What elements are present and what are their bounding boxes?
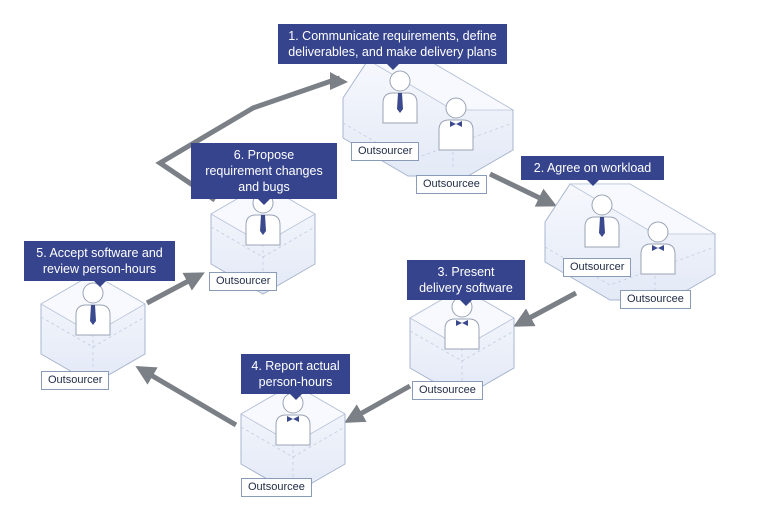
- node-box-step4: [240, 383, 346, 495]
- node-box-step5: [40, 273, 146, 385]
- outsourcee-label: Outsourcee: [241, 478, 312, 497]
- arrow-step1-to-step2: [488, 171, 558, 207]
- outsourcer-label: Outsourcer: [351, 142, 420, 161]
- outsourcee-label: Outsourcee: [412, 381, 483, 400]
- arrow-step4-to-step5: [135, 365, 238, 428]
- step-5-callout: 5. Accept software and review person-hou…: [24, 241, 175, 287]
- person-bowtie-icon: [438, 97, 474, 151]
- step-3-callout: 3. Present delivery software: [407, 260, 525, 306]
- outsourcer-label: Outsourcer: [563, 258, 632, 277]
- outsourcee-label: Outsourcee: [416, 175, 487, 194]
- person-bowtie-icon: [640, 221, 676, 275]
- arrow-step1-head: [330, 72, 348, 90]
- person-tie-icon: [382, 70, 418, 124]
- outsourcer-label: Outsourcer: [209, 272, 278, 291]
- person-bowtie-icon: [444, 296, 480, 350]
- arrow-step2-to-step3: [513, 290, 578, 327]
- step-1-callout: 1. Communicate requirements, define deli…: [278, 24, 507, 70]
- node-box-step3: [409, 287, 515, 399]
- step-2-callout: 2. Agree on workload: [521, 156, 664, 186]
- step-6-callout: 6. Propose requirement changes and bugs: [191, 143, 337, 205]
- outsourcee-label: Outsourcee: [620, 290, 691, 309]
- node-box-step2: [544, 183, 717, 301]
- arrow-step3-to-step4: [344, 383, 412, 423]
- arrow-step6-to-step1: [155, 75, 341, 203]
- arrow-step5-to-step6: [145, 272, 205, 306]
- outsourcer-label: Outsourcer: [41, 371, 110, 390]
- step-4-callout: 4. Report actual person-hours: [241, 354, 350, 400]
- person-tie-icon: [584, 194, 620, 248]
- person-tie-icon: [75, 282, 111, 336]
